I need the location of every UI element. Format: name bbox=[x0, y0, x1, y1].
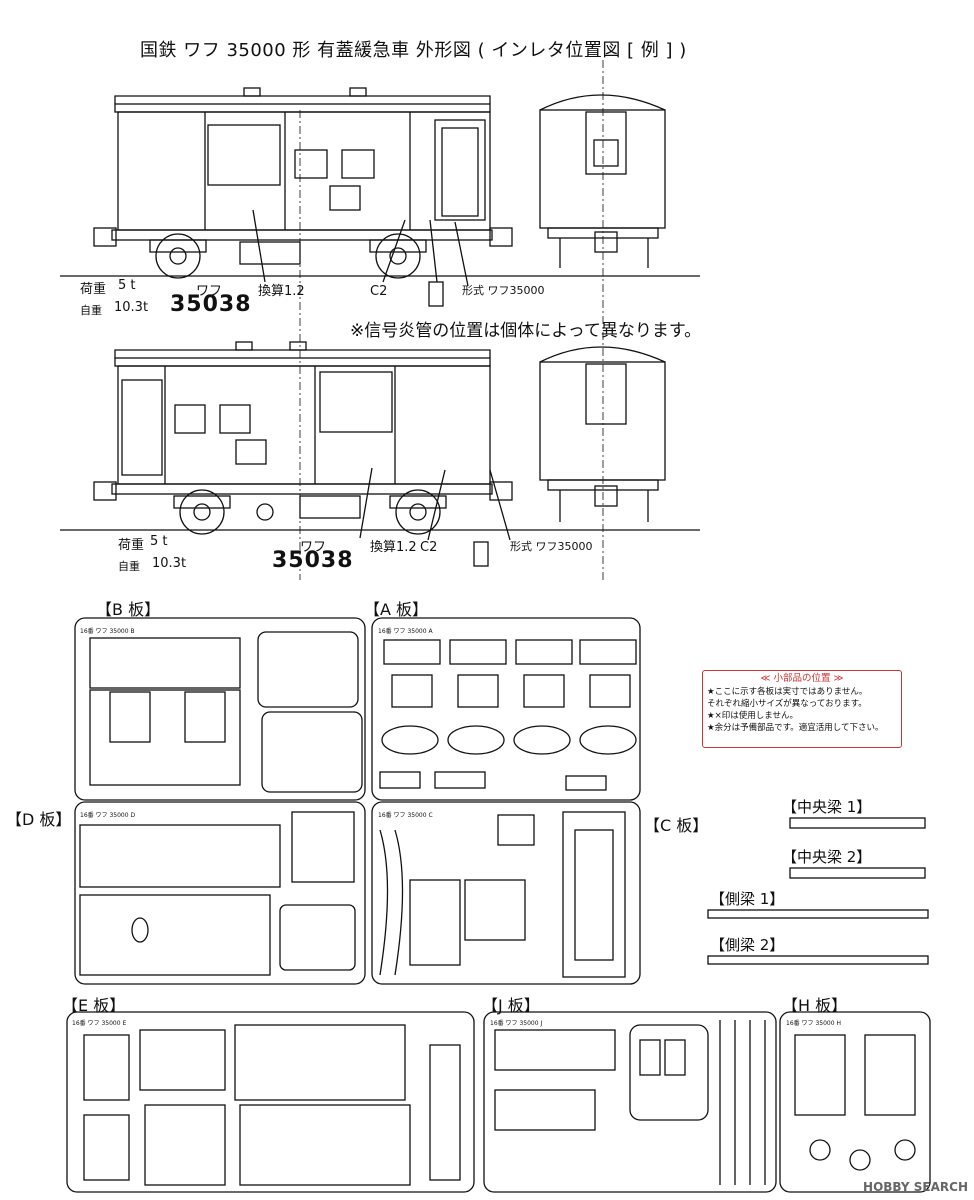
small-parts-line-3: ★×印は使用しません。 bbox=[707, 711, 798, 721]
car1-weight-label: 自重 bbox=[80, 304, 102, 317]
car2-c2: C2 bbox=[420, 540, 438, 555]
car2-end-view bbox=[539, 346, 666, 522]
beam-center-2-label: 【中央梁 2】 bbox=[782, 848, 872, 866]
watermark: HOBBY SEARCH bbox=[863, 1180, 968, 1194]
car2-number: 35038 bbox=[272, 548, 354, 573]
car2-weight-value: 10.3t bbox=[152, 556, 187, 571]
plate-c-id: 16番 ワフ 35000 C bbox=[378, 812, 433, 819]
plate-d-label: 【D 板】 bbox=[6, 810, 72, 829]
car1-side-view bbox=[60, 87, 700, 307]
car2-type: 形式 ワフ35000 bbox=[510, 540, 593, 553]
beam-side-2-label: 【側梁 2】 bbox=[710, 936, 785, 954]
car1-type: 形式 ワフ35000 bbox=[462, 284, 545, 297]
car1-number: 35038 bbox=[170, 292, 252, 317]
car1-kana: ワフ bbox=[196, 284, 223, 299]
plate-b-id: 16番 ワフ 35000 B bbox=[80, 628, 135, 635]
plate-a-id: 16番 ワフ 35000 A bbox=[378, 628, 433, 635]
beam-side-2-drawing bbox=[707, 955, 929, 965]
plate-e-label: 【E 板】 bbox=[62, 996, 126, 1015]
small-parts-line-1: ★ここに示す各板は実寸ではありません。 bbox=[707, 687, 868, 697]
beam-center-1-label: 【中央梁 1】 bbox=[782, 798, 872, 816]
plate-h-outline bbox=[779, 1011, 931, 1193]
small-parts-header: ≪ 小部品の位置 ≫ bbox=[760, 673, 844, 684]
plate-b-label: 【B 板】 bbox=[96, 600, 161, 619]
small-parts-line-4: ★余分は予備部品です。適宜活用して下さい。 bbox=[707, 723, 884, 733]
signal-note: ※信号炎管の位置は個体によって異なります。 bbox=[350, 321, 702, 341]
car2-load-label: 荷重 bbox=[118, 538, 145, 553]
plate-c-outline bbox=[371, 801, 641, 985]
plate-e-id: 16番 ワフ 35000 E bbox=[72, 1020, 127, 1027]
car1-load-label: 荷重 bbox=[80, 282, 107, 297]
car1-conversion: 換算1.2 bbox=[258, 284, 305, 299]
car1-weight-value: 10.3t bbox=[114, 300, 149, 315]
plate-h-id: 16番 ワフ 35000 H bbox=[786, 1020, 841, 1027]
car2-load-value: 5 t bbox=[150, 534, 168, 549]
car1-load-value: 5 t bbox=[118, 278, 136, 293]
plate-h-label: 【H 板】 bbox=[782, 996, 848, 1015]
beam-side-1-label: 【側梁 1】 bbox=[710, 890, 785, 908]
plate-b-outline bbox=[74, 617, 366, 801]
plate-e-outline bbox=[66, 1011, 475, 1193]
car1-end-view bbox=[539, 94, 666, 268]
plate-a-outline bbox=[371, 617, 641, 801]
car2-weight-label: 自重 bbox=[118, 560, 140, 573]
car1-c2: C2 bbox=[370, 284, 388, 299]
plate-c-label: 【C 板】 bbox=[644, 816, 709, 835]
plate-a-label: 【A 板】 bbox=[364, 600, 429, 619]
beam-side-1-drawing bbox=[707, 909, 929, 919]
plate-d-id: 16番 ワフ 35000 D bbox=[80, 812, 136, 819]
page-title: 国鉄 ワフ 35000 形 有蓋緩急車 外形図 ( インレタ位置図 [ 例 ] … bbox=[140, 40, 687, 61]
car2-side-view bbox=[60, 341, 700, 567]
car2-kana: ワフ bbox=[300, 540, 327, 555]
beam-center-1-drawing bbox=[789, 817, 926, 829]
plate-j-label: 【J 板】 bbox=[482, 996, 540, 1015]
plate-d-outline bbox=[74, 801, 366, 985]
small-parts-line-2: それぞれ縮小サイズが異なっております。 bbox=[707, 699, 867, 709]
plate-j-outline bbox=[483, 1011, 777, 1193]
small-parts-notebox: ≪ 小部品の位置 ≫ ★ここに示す各板は実寸ではありません。 それぞれ縮小サイズ… bbox=[702, 670, 902, 748]
car2-conversion: 換算1.2 bbox=[370, 540, 417, 555]
beam-center-2-drawing bbox=[789, 867, 926, 879]
plate-j-id: 16番 ワフ 35000 J bbox=[490, 1020, 543, 1027]
